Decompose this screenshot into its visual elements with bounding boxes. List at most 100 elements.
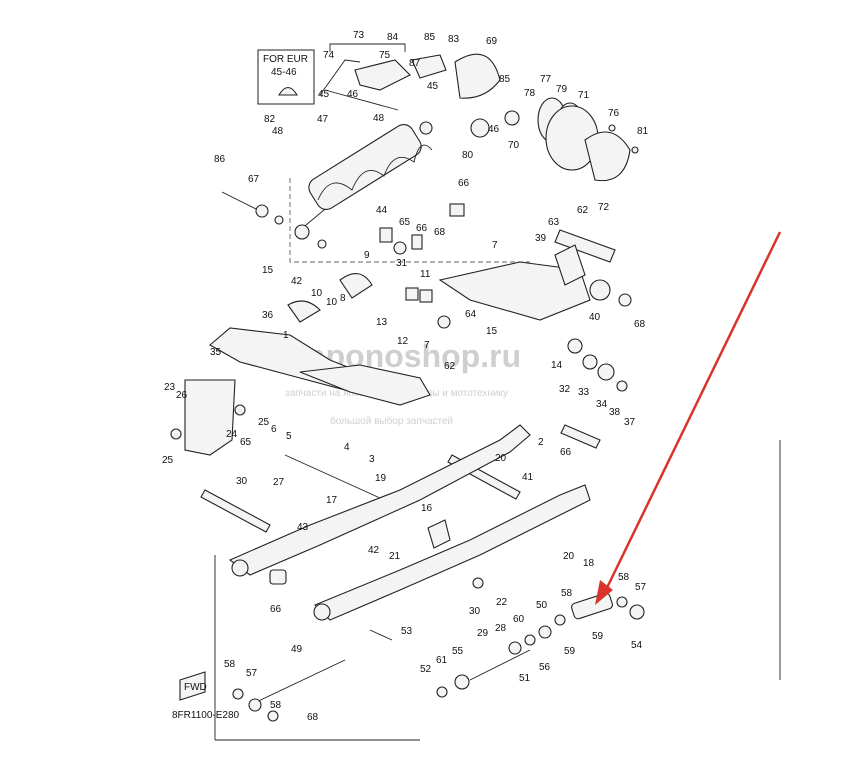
callout-label: 19 <box>375 473 387 484</box>
shock-spring <box>317 144 433 201</box>
callout-label: 28 <box>495 623 507 634</box>
callout-label: 85 <box>499 74 511 85</box>
front-arm-assembly <box>209 273 431 406</box>
left-slide-rail <box>228 424 531 576</box>
callout-label: 10 <box>311 288 323 299</box>
callout-label: 25 <box>258 417 270 428</box>
callout-label: 8 <box>340 293 346 304</box>
callout-label: 65 <box>399 217 411 228</box>
callout-label: 26 <box>176 390 188 401</box>
shock-upper-eye <box>419 121 433 135</box>
callout-label: 9 <box>364 250 370 261</box>
callout-label: 30 <box>236 476 248 487</box>
callout-label: 37 <box>624 417 636 428</box>
callout-label: 58 <box>270 700 282 711</box>
callout-label: 79 <box>556 84 568 95</box>
callout-label: 43 <box>297 522 309 533</box>
callout-label: 81 <box>637 126 649 137</box>
fwd-direction-icon: FWD <box>179 671 207 701</box>
gear-case-group <box>470 97 639 182</box>
callout-label: 7 <box>424 340 430 351</box>
callout-label: 4 <box>344 442 350 453</box>
callout-label: 74 <box>323 50 335 61</box>
callout-label: 33 <box>578 387 590 398</box>
callout-label: 58 <box>561 588 573 599</box>
callout-label: 52 <box>420 664 432 675</box>
callout-label: 20 <box>495 453 507 464</box>
shock-lower-eye <box>294 224 310 240</box>
bracket-8 <box>287 300 321 323</box>
callout-label: 84 <box>387 32 399 43</box>
callout-label: 18 <box>583 558 595 569</box>
callout-label: 59 <box>592 631 604 642</box>
upper-bolt-group <box>221 191 327 249</box>
callout-label: 32 <box>559 384 571 395</box>
callout-label: 66 <box>458 178 470 189</box>
callout-label: 24 <box>226 429 238 440</box>
stopper-bracket-23 <box>170 379 246 456</box>
callout-label: 16 <box>421 503 433 514</box>
pivot-bushing <box>589 279 611 301</box>
callout-label: 57 <box>246 668 258 679</box>
callout-label: 68 <box>307 712 319 723</box>
bracket-16 <box>427 519 451 549</box>
callout-label: 23 <box>164 382 176 393</box>
eur-inset-box: FOR EUR 45-46 <box>257 49 315 105</box>
callout-label: 56 <box>539 662 551 673</box>
callout-label: 80 <box>462 150 474 161</box>
upper-bracket-group <box>319 43 501 111</box>
callout-label: 51 <box>519 673 531 684</box>
inset-range: 45-46 <box>271 67 297 78</box>
callout-label: 1 <box>283 330 289 341</box>
collar-65 <box>560 424 601 449</box>
callout-label: 11 <box>420 269 431 280</box>
callout-label: 34 <box>596 399 608 410</box>
upper-mount-bracket <box>354 59 411 91</box>
rear-arm <box>438 261 591 321</box>
inset-title: FOR EUR <box>263 54 308 65</box>
watermark-sub-2: большой выбор запчастей <box>330 415 453 427</box>
cover-86 <box>584 131 631 182</box>
callout-label: 44 <box>376 205 388 216</box>
axle-49-group <box>232 659 346 722</box>
callout-label: 82 <box>264 114 276 125</box>
gear-70 <box>470 118 490 138</box>
callout-label: 47 <box>317 114 329 125</box>
callout-label: 39 <box>535 233 547 244</box>
callout-label: 31 <box>396 258 408 269</box>
callout-label: 27 <box>273 477 285 488</box>
callout-label: 50 <box>536 600 548 611</box>
callout-label: 85 <box>424 32 436 43</box>
callout-label: 68 <box>634 319 646 330</box>
callout-label: 86 <box>214 154 226 165</box>
callout-label: 66 <box>416 223 428 234</box>
callout-label: 17 <box>326 495 338 506</box>
part-72 <box>504 110 520 126</box>
callout-label: 35 <box>210 347 222 358</box>
callout-label: 38 <box>609 407 621 418</box>
callout-label: 42 <box>368 545 380 556</box>
shaft-44 <box>554 229 616 263</box>
stopper-bracket <box>184 379 236 456</box>
callout-label: 30 <box>469 606 481 617</box>
callout-label: 45 <box>318 89 330 100</box>
middle-bushing-group <box>379 227 628 392</box>
callout-label: 67 <box>248 174 260 185</box>
inset-bracket-shape <box>278 86 298 96</box>
rear-arm-31 <box>438 203 632 321</box>
callout-label: 58 <box>224 659 236 670</box>
highlight-arrow <box>595 231 782 605</box>
callout-label: 46 <box>347 89 359 100</box>
callout-label: 58 <box>618 572 630 583</box>
callout-label: 62 <box>444 361 456 372</box>
callout-label: 3 <box>369 454 375 465</box>
callout-label: 60 <box>513 614 525 625</box>
callout-label: 6 <box>271 424 277 435</box>
shock-body <box>308 124 422 210</box>
callout-label: 59 <box>564 646 576 657</box>
sleeve-50 <box>570 592 614 620</box>
callout-label: 41 <box>522 472 534 483</box>
